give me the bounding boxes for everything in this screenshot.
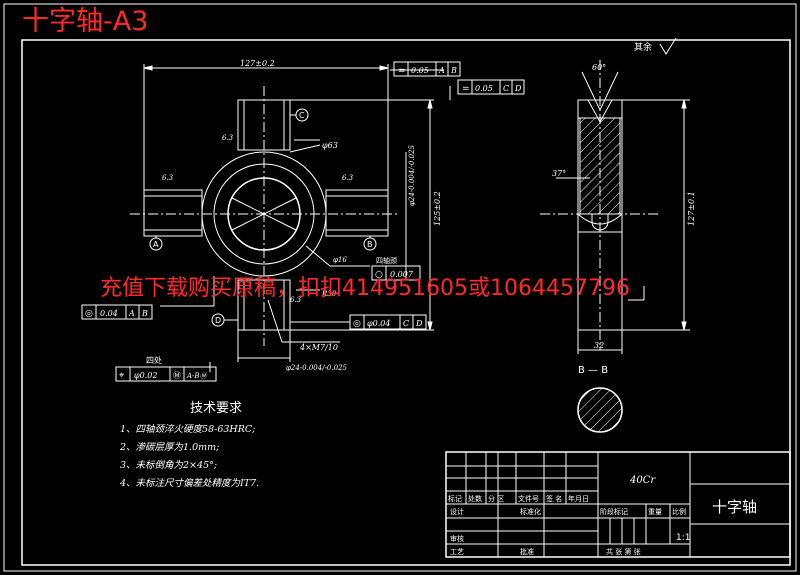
fcf-5-datum: A-BⓂ [186, 372, 208, 380]
fcf-3: ◎ 0.04 A B [81, 304, 153, 320]
section-bb: B — B [577, 365, 623, 433]
tb-part-name: 十字轴 [712, 498, 757, 516]
fcf-3-datum-a: A [128, 309, 135, 318]
fcf-6-label: 四轴颈 [376, 256, 397, 265]
roughness-note-text: 其余 [634, 41, 652, 53]
dim-angle-side: 37° [552, 169, 566, 178]
fcf-5-value: φ0.02 [134, 371, 157, 380]
dim-shaft-dia-bottom: φ24-0.004/-0.025 [286, 364, 348, 372]
fcf-2-datum-c: C [503, 84, 509, 93]
drawing-frame [3, 3, 797, 572]
tb-h-zone: 分 区 [488, 494, 504, 503]
dim-width-bottom: 32 [594, 341, 604, 350]
watermark-text: 充值下载购买原稿，扣扣414951605或1064457796 [100, 276, 630, 301]
side-view [540, 60, 690, 354]
fcf-4-datum-c: C [403, 319, 409, 328]
fcf-4-value: φ0.04 [367, 319, 390, 328]
datum-c: C [299, 111, 305, 120]
roughness-4: 6.3 [290, 296, 302, 304]
front-view [130, 64, 451, 372]
tb-sheets: 共 张 第 张 [606, 547, 641, 556]
tech-title: 技术要求 [190, 401, 242, 416]
tb-scale-label: 比例 [672, 507, 686, 516]
tb-material: 40Cr [629, 475, 656, 486]
tech-item-2: 2、渗碳层厚为1.0mm; [119, 441, 219, 453]
roughness-2: 6.3 [222, 134, 234, 142]
section-label: B — B [578, 365, 608, 376]
fcf-5-symbol: ⌖ [119, 371, 124, 381]
fcf-2-datum-d: D [514, 84, 522, 93]
tb-review: 审核 [450, 534, 464, 543]
datum-a: A [153, 240, 159, 249]
dim-overall-length: 127±0.2 [240, 59, 275, 68]
fcf-6-value: 0.007 [390, 270, 414, 279]
dim-angle-top: 60° [592, 63, 606, 72]
tech-item-1: 1、四轴颈淬火硬度58-63HRC; [120, 423, 255, 435]
fcf-1-datum-b: B [450, 66, 457, 75]
datum-b: B [367, 240, 373, 249]
dim-small-dia: φ16 [333, 256, 347, 264]
tb-weight: 重量 [648, 508, 662, 516]
fcf-1-value: 0.05 [411, 66, 429, 75]
dim-height-left: 125±0.2 [433, 191, 442, 226]
tb-stage: 阶段标记 [600, 507, 628, 516]
fcf-6-symbol: ○ [375, 270, 383, 280]
fcf-5-modifier: Ⓜ [173, 371, 181, 380]
fcf-1: = 0.05 A B [393, 61, 461, 77]
tb-h-mark: 标记 [448, 494, 462, 503]
tb-h-sign: 签 名 [546, 494, 562, 503]
roughness-note: 其余 [634, 37, 677, 55]
dim-thread: 4×M7/10 [299, 343, 338, 352]
tech-item-3: 3、未标倒角为2×45°; [120, 459, 217, 471]
fcf-4: ◎ φ0.04 C D [349, 314, 427, 330]
document-title: 十字轴-A3 [22, 6, 149, 37]
fcf-4-datum-d: D [415, 319, 423, 328]
tb-scale: 1:1 [676, 533, 690, 543]
datum-d: D [215, 316, 221, 325]
dim-shaft-dia-top: φ24-0.004/-0.025 [408, 144, 416, 206]
fcf-1-symbol: = [398, 66, 406, 76]
fcf-3-datum-b: B [141, 309, 148, 318]
tb-approve: 批准 [520, 547, 534, 556]
tb-h-date: 年月日 [568, 494, 589, 503]
fcf-5: 四处 ⌖ φ0.02 Ⓜ A-BⓂ [115, 355, 217, 382]
fcf-6: 四轴颈 ○ 0.007 [371, 256, 421, 281]
dim-r30: R30 [321, 290, 337, 298]
fcf-3-value: 0.04 [100, 309, 118, 318]
fcf-5-label: 四处 [146, 355, 162, 365]
fcf-3-symbol: ◎ [85, 309, 93, 319]
dim-height-right: 127±0.1 [687, 191, 696, 226]
tb-h-count: 处数 [468, 494, 482, 503]
fcf-2: = 0.05 C D [457, 79, 525, 95]
fcf-1-datum-a: A [438, 66, 445, 75]
datum-markers [149, 108, 377, 327]
tb-process: 工艺 [450, 548, 464, 556]
tech-item-4: 4、未标注尺寸偏差处精度为IT7. [119, 477, 259, 489]
title-block [445, 451, 791, 558]
fcf-2-value: 0.05 [475, 84, 493, 93]
fcf-2-symbol: = [462, 84, 470, 94]
tech-requirements: 技术要求 1、四轴颈淬火硬度58-63HRC; 2、渗碳层厚为1.0mm; 3、… [119, 401, 259, 489]
tb-design: 设计 [450, 507, 464, 516]
fcf-4-symbol: ◎ [353, 319, 361, 329]
inner-frame [21, 39, 791, 566]
tb-standard: 标准化 [520, 507, 541, 516]
roughness-1: 6.3 [162, 174, 174, 182]
tb-h-file: 文件号 [518, 494, 539, 503]
dim-center-dia: φ63 [322, 141, 338, 150]
roughness-3: 6.3 [342, 174, 354, 182]
